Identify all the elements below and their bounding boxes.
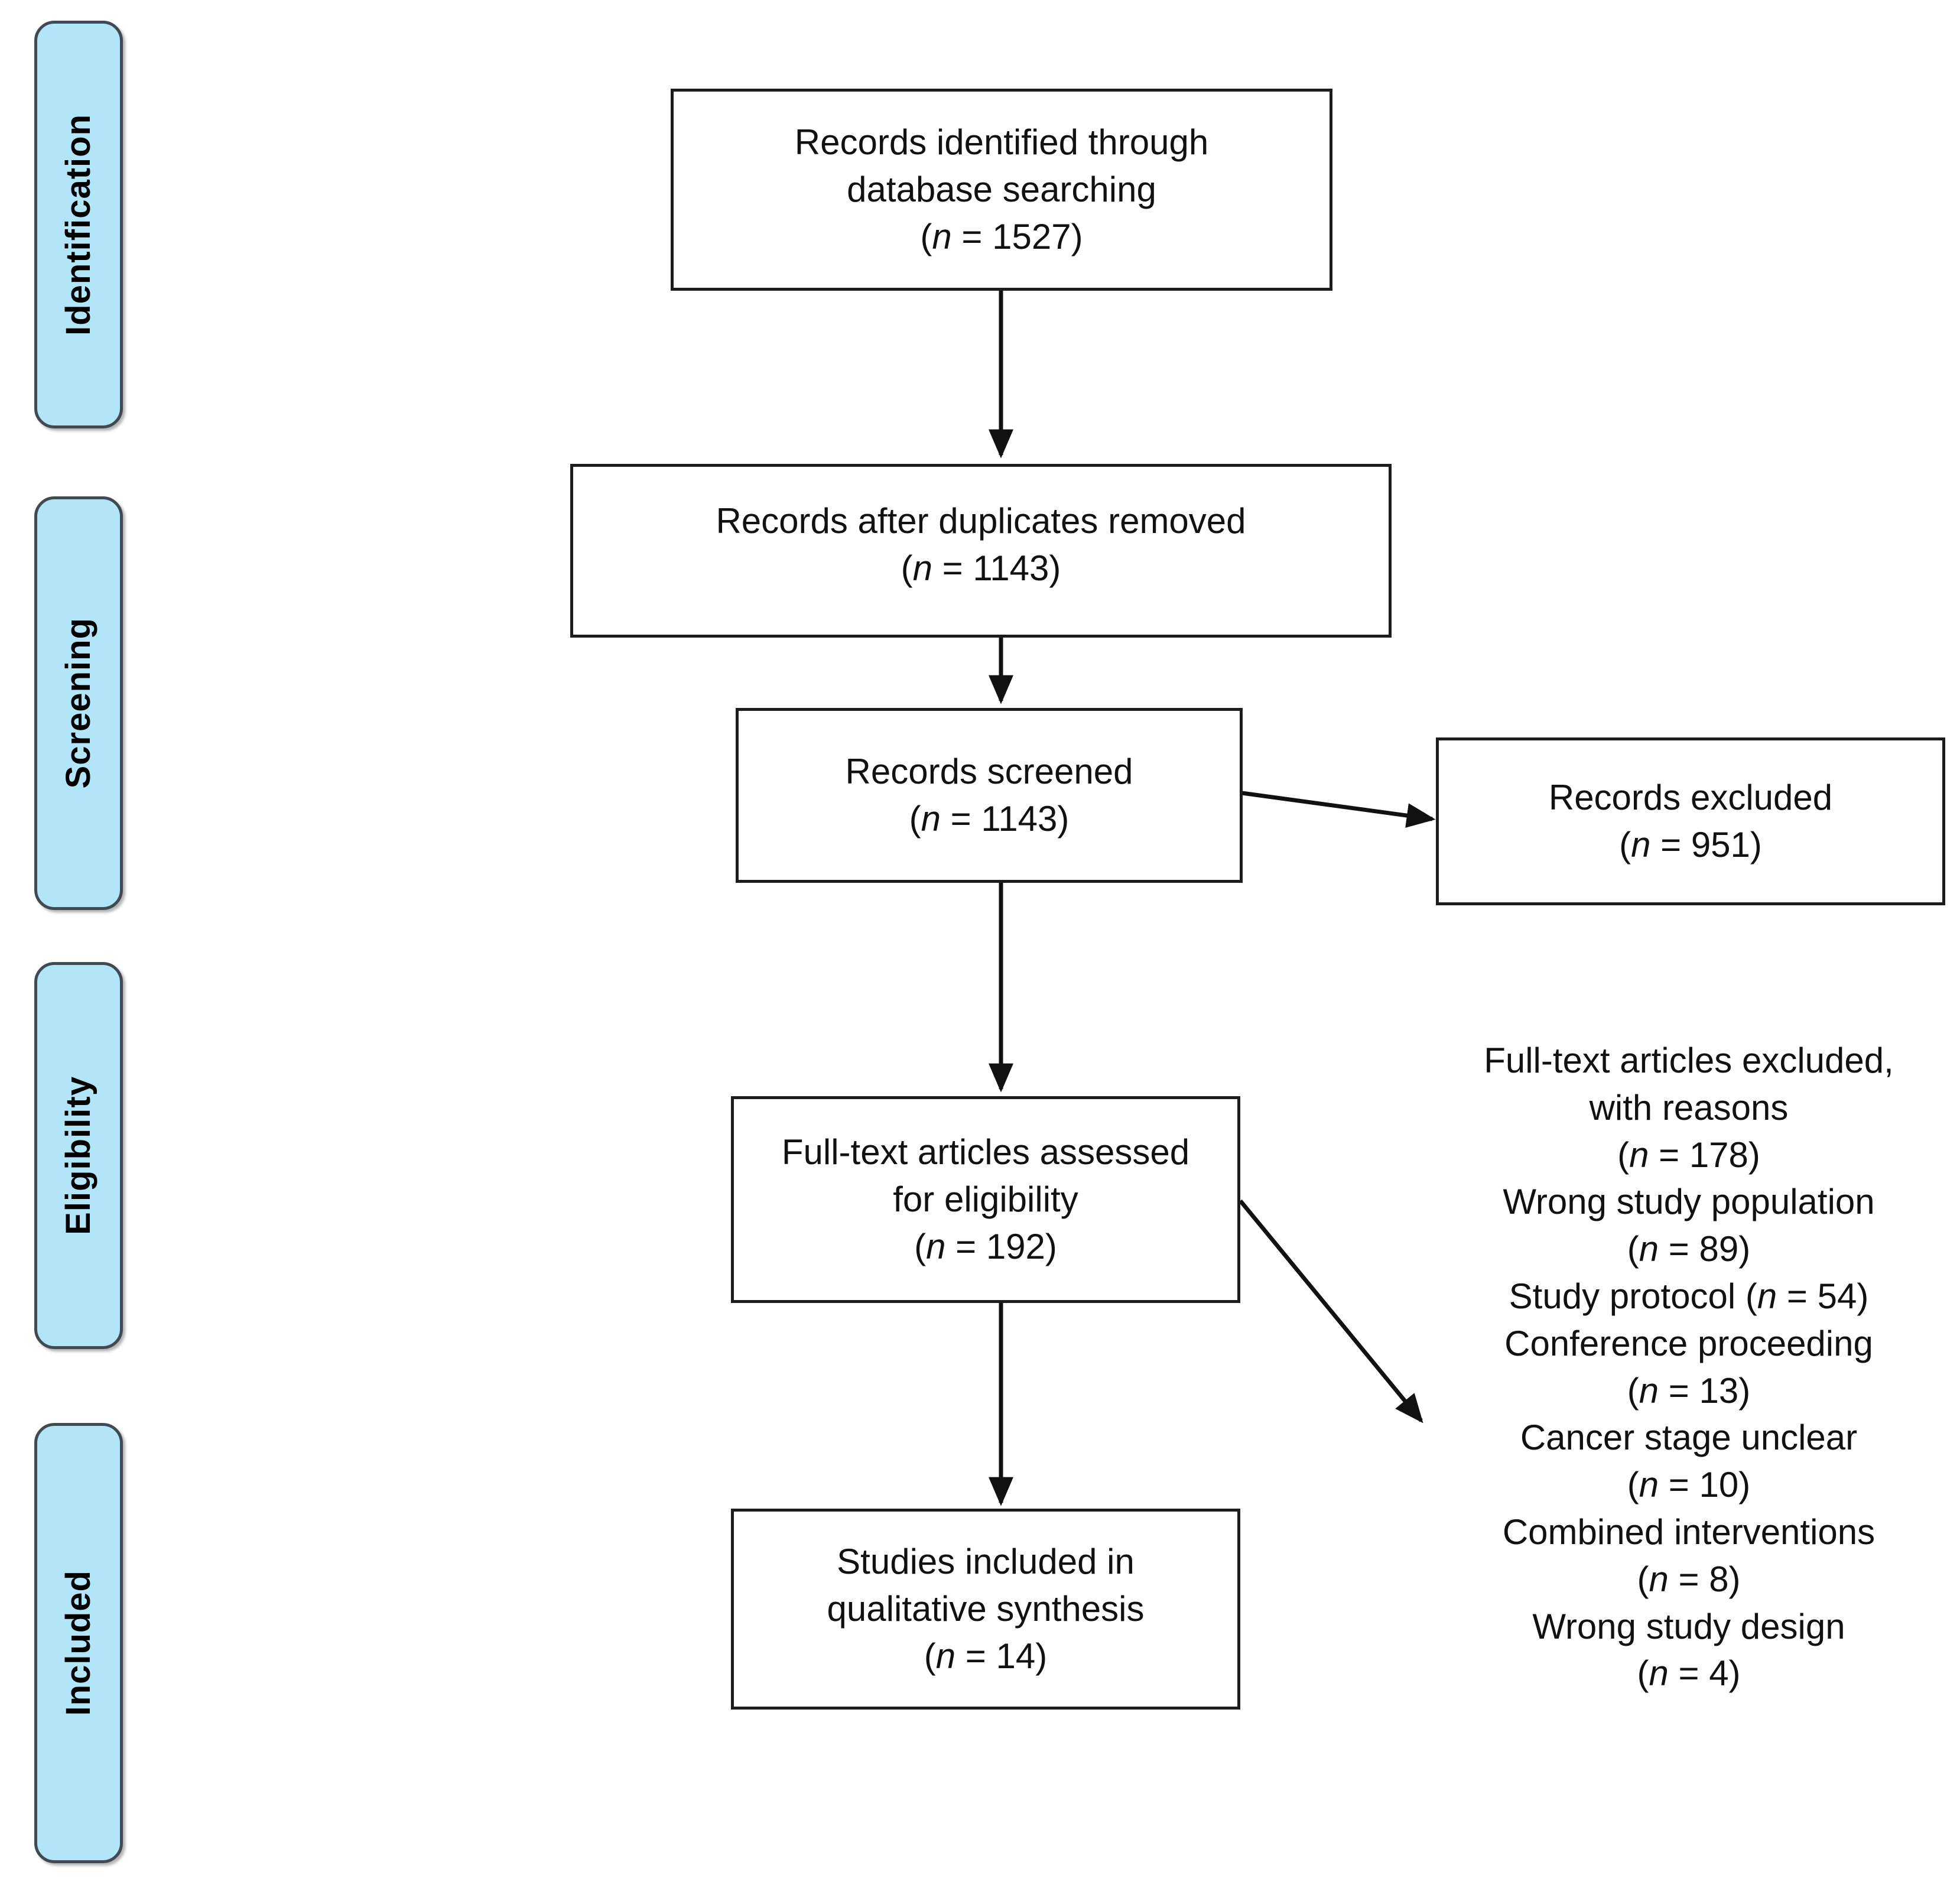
box-records-screened-count: (n = 1143)	[909, 795, 1070, 843]
paren-open: (	[1637, 1559, 1649, 1599]
n-italic: n	[932, 216, 952, 256]
box-records-after-duplicates-count: (n = 1143)	[901, 545, 1061, 592]
count-value: = 8)	[1668, 1559, 1741, 1599]
reason-item-label: Wrong study design	[1532, 1606, 1845, 1646]
count-value: = 951)	[1650, 825, 1762, 865]
stage-tab-included-label: Included	[59, 1570, 97, 1716]
arrow-fulltext-to-reasons	[1239, 1199, 1423, 1424]
count-value: = 13)	[1659, 1370, 1751, 1411]
n-italic: n	[1639, 1370, 1659, 1411]
count-value: = 10)	[1659, 1465, 1751, 1505]
n-italic: n	[926, 1226, 946, 1266]
n-italic: n	[1629, 1135, 1649, 1175]
count-value: = 89)	[1659, 1229, 1751, 1269]
reasons-heading-count: (n = 178)	[1418, 1132, 1959, 1179]
fulltext-exclusion-reasons: Full-text articles excluded, with reason…	[1418, 1037, 1959, 1697]
box-records-identified-line1: Records identified through	[794, 122, 1209, 163]
reason-item-label: Wrong study population	[1503, 1182, 1875, 1222]
stage-tab-included: Included	[34, 1423, 123, 1863]
paren-open: (	[1637, 1653, 1649, 1694]
reason-item-count: (n = 13)	[1418, 1367, 1959, 1415]
stage-tab-eligibility: Eligibility	[34, 962, 123, 1349]
n-italic: n	[1639, 1465, 1659, 1505]
reason-item-label: Cancer stage unclear	[1520, 1418, 1858, 1458]
n-italic: n	[1649, 1653, 1669, 1694]
paren-open: (	[1745, 1276, 1757, 1316]
box-records-identified-count: (n = 1527)	[920, 213, 1083, 261]
box-records-identified-line2: database searching	[847, 170, 1156, 210]
count-value: = 54)	[1777, 1276, 1869, 1316]
box-records-excluded: Records excluded (n = 951)	[1436, 737, 1945, 905]
reasons-heading-line1: Full-text articles excluded,	[1484, 1041, 1894, 1080]
box-fulltext-assessed-line2: for eligibility	[893, 1179, 1078, 1220]
n-italic: n	[921, 799, 941, 839]
n-italic: n	[1639, 1229, 1659, 1269]
count-value: = 1143)	[932, 548, 1061, 588]
box-fulltext-assessed: Full-text articles assessed for eligibil…	[731, 1096, 1240, 1303]
box-records-after-duplicates-line1: Records after duplicates removed	[716, 501, 1246, 541]
box-studies-included-line1: Studies included in	[837, 1542, 1135, 1582]
paren-open: (	[920, 216, 932, 256]
count-value: = 1527)	[951, 216, 1083, 256]
n-italic: n	[1757, 1276, 1777, 1316]
paren-open: (	[1627, 1370, 1639, 1411]
paren-open: (	[924, 1636, 936, 1676]
box-studies-included-count: (n = 14)	[924, 1633, 1047, 1680]
reason-item-count: (n = 4)	[1418, 1650, 1959, 1697]
box-records-screened-line1: Records screened	[845, 752, 1133, 792]
paren-open: (	[901, 548, 913, 588]
count-value: = 178)	[1649, 1135, 1760, 1175]
box-records-excluded-count: (n = 951)	[1619, 821, 1762, 869]
count-value: = 192)	[945, 1226, 1057, 1266]
count-value: = 4)	[1668, 1653, 1741, 1694]
paren-open: (	[1619, 825, 1631, 865]
n-italic: n	[1649, 1559, 1669, 1599]
stage-tab-screening: Screening	[34, 496, 123, 910]
box-studies-included-line2: qualitative synthesis	[827, 1589, 1145, 1629]
reason-item-label: Study protocol	[1509, 1276, 1746, 1316]
n-italic: n	[1631, 825, 1651, 865]
count-value: = 14)	[955, 1636, 1048, 1676]
stage-tab-screening-label: Screening	[59, 618, 97, 789]
reason-item-count: (n = 89)	[1418, 1226, 1959, 1273]
reason-item-inline: Study protocol (n = 54)	[1418, 1273, 1959, 1320]
paren-open: (	[914, 1226, 927, 1266]
reason-item-label: Combined interventions	[1502, 1512, 1876, 1552]
reason-item-label: Conference proceeding	[1504, 1323, 1873, 1363]
box-fulltext-assessed-line1: Full-text articles assessed	[781, 1132, 1190, 1172]
n-italic: n	[912, 548, 932, 588]
box-records-identified: Records identified through database sear…	[671, 89, 1332, 291]
box-studies-included: Studies included in qualitative synthesi…	[731, 1509, 1240, 1710]
paren-open: (	[909, 799, 921, 839]
stage-tab-eligibility-label: Eligibility	[59, 1076, 97, 1235]
reason-item-count: (n = 10)	[1418, 1461, 1959, 1509]
arrow-screened-to-excluded	[1241, 791, 1436, 828]
paren-open: (	[1627, 1229, 1639, 1269]
box-records-after-duplicates: Records after duplicates removed (n = 11…	[570, 464, 1392, 638]
reasons-heading-line2: with reasons	[1589, 1087, 1789, 1127]
n-italic: n	[935, 1636, 956, 1676]
box-fulltext-assessed-count: (n = 192)	[914, 1223, 1057, 1270]
box-records-screened: Records screened (n = 1143)	[736, 708, 1243, 883]
box-records-excluded-line1: Records excluded	[1548, 778, 1833, 818]
count-value: = 1143)	[940, 799, 1070, 839]
stage-tab-identification-label: Identification	[59, 113, 97, 336]
paren-open: (	[1627, 1465, 1639, 1505]
stage-tab-identification: Identification	[34, 21, 123, 428]
reason-item-count: (n = 8)	[1418, 1556, 1959, 1603]
paren-open: (	[1617, 1135, 1630, 1175]
